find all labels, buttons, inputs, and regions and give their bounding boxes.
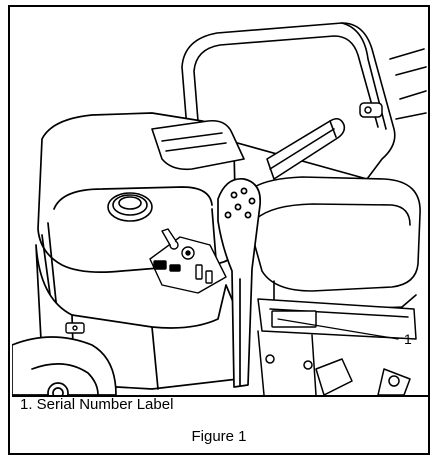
callout-number: 1	[404, 331, 412, 347]
figure-frame: 1 1. Serial Number Label Figure 1	[8, 5, 430, 455]
lower-bracket	[65, 322, 85, 334]
seat-cushion	[241, 176, 421, 312]
front-wheel	[12, 336, 117, 395]
handle-plate	[217, 178, 262, 388]
mower-illustration: 1	[12, 9, 428, 397]
callout-leader-line	[277, 318, 399, 340]
rear-drive	[315, 358, 411, 395]
armrest-bracket	[359, 102, 383, 118]
figure-legend: 1. Serial Number Label	[20, 396, 174, 413]
control-panel	[149, 228, 227, 294]
console-top	[151, 119, 245, 171]
figure-caption: Figure 1	[191, 428, 247, 445]
control-lever	[266, 117, 346, 180]
fuel-cap	[107, 192, 153, 222]
